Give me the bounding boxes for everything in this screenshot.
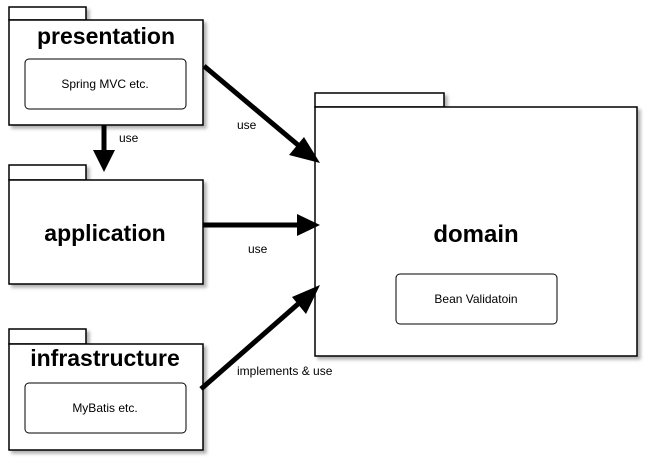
arrow-infrastructure-to-domain <box>199 285 320 391</box>
domain-inner-label: Bean Validatoin <box>434 292 517 306</box>
label-application-to-domain: use <box>248 242 268 256</box>
label-presentation-to-application: use <box>119 131 139 145</box>
arrow-presentation-to-domain <box>202 64 320 163</box>
infrastructure-package-title: infrastructure <box>30 345 180 371</box>
application-package-body <box>8 179 204 285</box>
arrow-application-to-domain <box>203 214 320 236</box>
presentation-inner-box <box>24 58 187 110</box>
application-package <box>8 164 204 285</box>
domain-inner-box <box>395 273 558 325</box>
label-presentation-to-domain: use <box>237 118 257 132</box>
infrastructure-inner-box <box>24 382 187 434</box>
application-package-tab <box>8 164 87 181</box>
domain-package-title: domain <box>433 221 518 248</box>
application-package-title: application <box>44 220 165 246</box>
infrastructure-inner-label: MyBatis etc. <box>72 401 137 415</box>
presentation-package-tab <box>8 6 87 21</box>
label-infrastructure-to-domain: implements & use <box>237 364 333 378</box>
arrow-presentation-to-application <box>93 125 115 172</box>
domain-package-tab <box>314 92 445 108</box>
presentation-package-title: presentation <box>37 23 175 49</box>
presentation-inner-label: Spring MVC etc. <box>61 77 148 91</box>
infrastructure-package-tab <box>8 328 87 345</box>
